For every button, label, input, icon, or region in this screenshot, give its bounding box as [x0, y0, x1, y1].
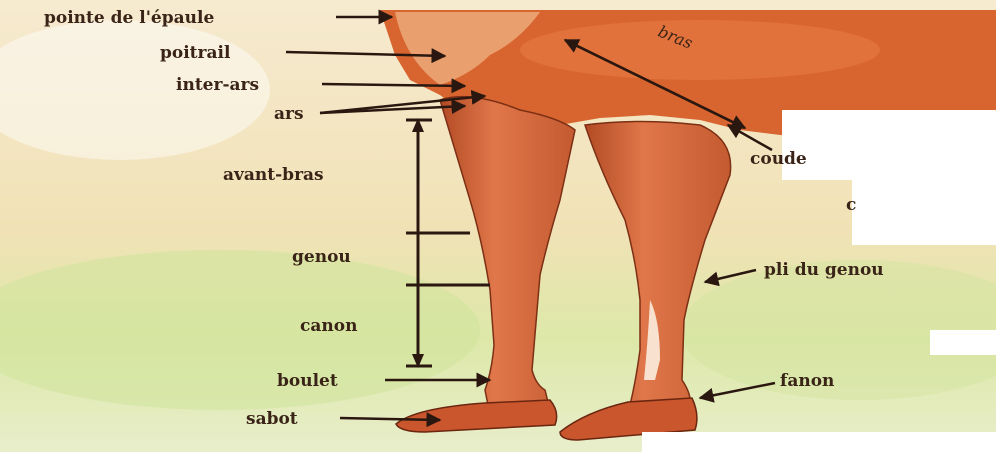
label-genou: genou — [292, 247, 351, 267]
label-partial-c: c — [846, 195, 856, 215]
blank-patch-2 — [852, 180, 996, 245]
label-poitrail: poitrail — [160, 43, 231, 63]
label-ars: ars — [274, 104, 304, 124]
label-pointe-epaule: pointe de l'épaule — [44, 8, 214, 28]
blank-patch-1 — [782, 110, 996, 180]
label-boulet: boulet — [277, 371, 338, 391]
label-pli-du-genou: pli du genou — [764, 260, 884, 280]
shoulder-shade — [520, 20, 880, 80]
label-canon: canon — [300, 316, 357, 336]
label-fanon: fanon — [780, 371, 834, 391]
label-inter-ars: inter-ars — [176, 75, 259, 95]
blank-patch-4 — [642, 432, 996, 452]
label-sabot: sabot — [246, 409, 298, 429]
label-coude: coude — [750, 149, 807, 169]
label-avant-bras: avant-bras — [223, 165, 324, 185]
blank-patch-3 — [930, 330, 996, 355]
